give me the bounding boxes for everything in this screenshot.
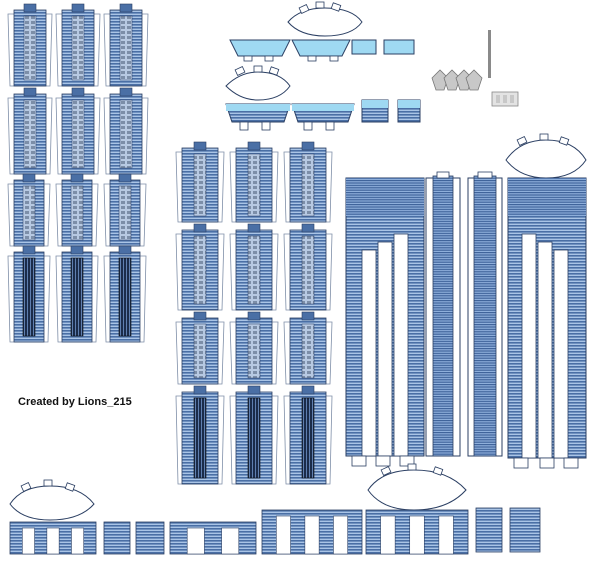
tower-segment	[55, 245, 99, 343]
base-strip-piece	[103, 521, 131, 555]
roof-crown-right	[505, 133, 587, 179]
tower-segment	[283, 223, 333, 311]
tower-segment	[229, 385, 279, 485]
roof-crown-top-2	[225, 65, 291, 101]
tower-segment	[175, 223, 225, 311]
tower-segment	[103, 3, 149, 87]
window-strip-top-1	[229, 39, 415, 62]
tower-segment	[55, 87, 101, 175]
tall-panel-slim-2	[467, 171, 503, 457]
base-strip-piece	[365, 509, 469, 555]
tower-segment	[103, 173, 147, 247]
tower-segment	[175, 385, 225, 485]
roof-crown-bottom-middle	[367, 463, 467, 511]
base-strip-piece	[9, 521, 97, 555]
grey-roof-pieces	[431, 30, 519, 107]
tower-segment	[103, 245, 147, 343]
tower-segment	[229, 223, 279, 311]
credit-text: Created by Lions_215	[18, 396, 132, 408]
roof-crown-top-1	[287, 1, 363, 37]
window-strip-top-2	[225, 99, 421, 131]
base-strip-piece	[261, 509, 363, 555]
tower-segment	[229, 141, 279, 223]
base-strip-piece	[169, 521, 257, 555]
tower-segment	[7, 87, 53, 175]
tower-segment	[283, 385, 333, 485]
base-strip-pieces	[9, 507, 541, 555]
tower-segment	[283, 311, 333, 385]
base-strip-piece	[509, 507, 541, 553]
tower-segment	[229, 311, 279, 385]
tower-segment-group-left	[7, 3, 149, 343]
tall-panel-slim-1	[425, 171, 461, 457]
roof-crown-bottom-left	[9, 479, 95, 521]
tall-panel-left	[345, 177, 425, 467]
tower-segment	[175, 311, 225, 385]
tower-segment	[283, 141, 333, 223]
tall-panel-right	[507, 177, 587, 469]
tower-segment	[7, 173, 51, 247]
tower-segment	[55, 3, 101, 87]
tower-segment	[175, 141, 225, 223]
base-strip-piece	[135, 521, 165, 555]
tower-segment	[7, 245, 51, 343]
tower-segment-group-middle	[175, 141, 333, 485]
tower-segment	[103, 87, 149, 175]
tower-segment	[7, 3, 53, 87]
base-strip-piece	[475, 507, 503, 553]
tower-segment	[55, 173, 99, 247]
